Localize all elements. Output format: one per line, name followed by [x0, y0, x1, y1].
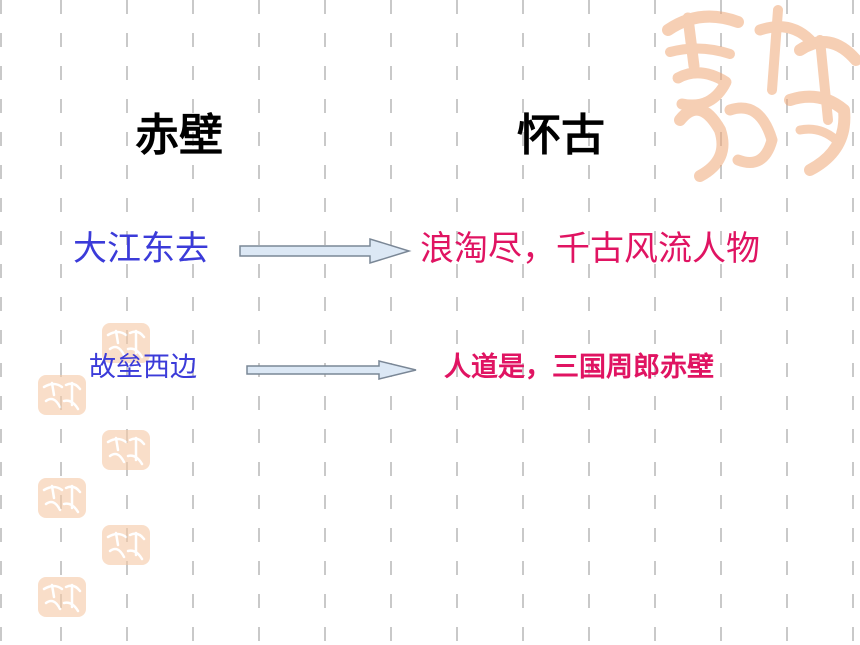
arrow-right-icon — [246, 360, 417, 380]
row-2-right-text: 人道是，三国周郎赤壁 — [444, 352, 714, 383]
heading-left: 赤壁 — [135, 110, 223, 161]
decorative-seal-small — [102, 525, 150, 565]
row-1-right-text: 浪淘尽，千古风流人物 — [420, 229, 760, 269]
decorative-seal-small — [38, 577, 86, 617]
decorative-seal-small — [102, 430, 150, 470]
row-1-left-text: 大江东去 — [73, 229, 209, 269]
heading-right: 怀古 — [517, 110, 605, 161]
decorative-seal-large — [662, 5, 860, 182]
decorative-seal-small — [38, 478, 86, 518]
arrow-right-icon — [239, 237, 412, 265]
decorative-seal-small — [38, 375, 86, 415]
row-2-left-text: 故垒西边 — [89, 352, 197, 383]
